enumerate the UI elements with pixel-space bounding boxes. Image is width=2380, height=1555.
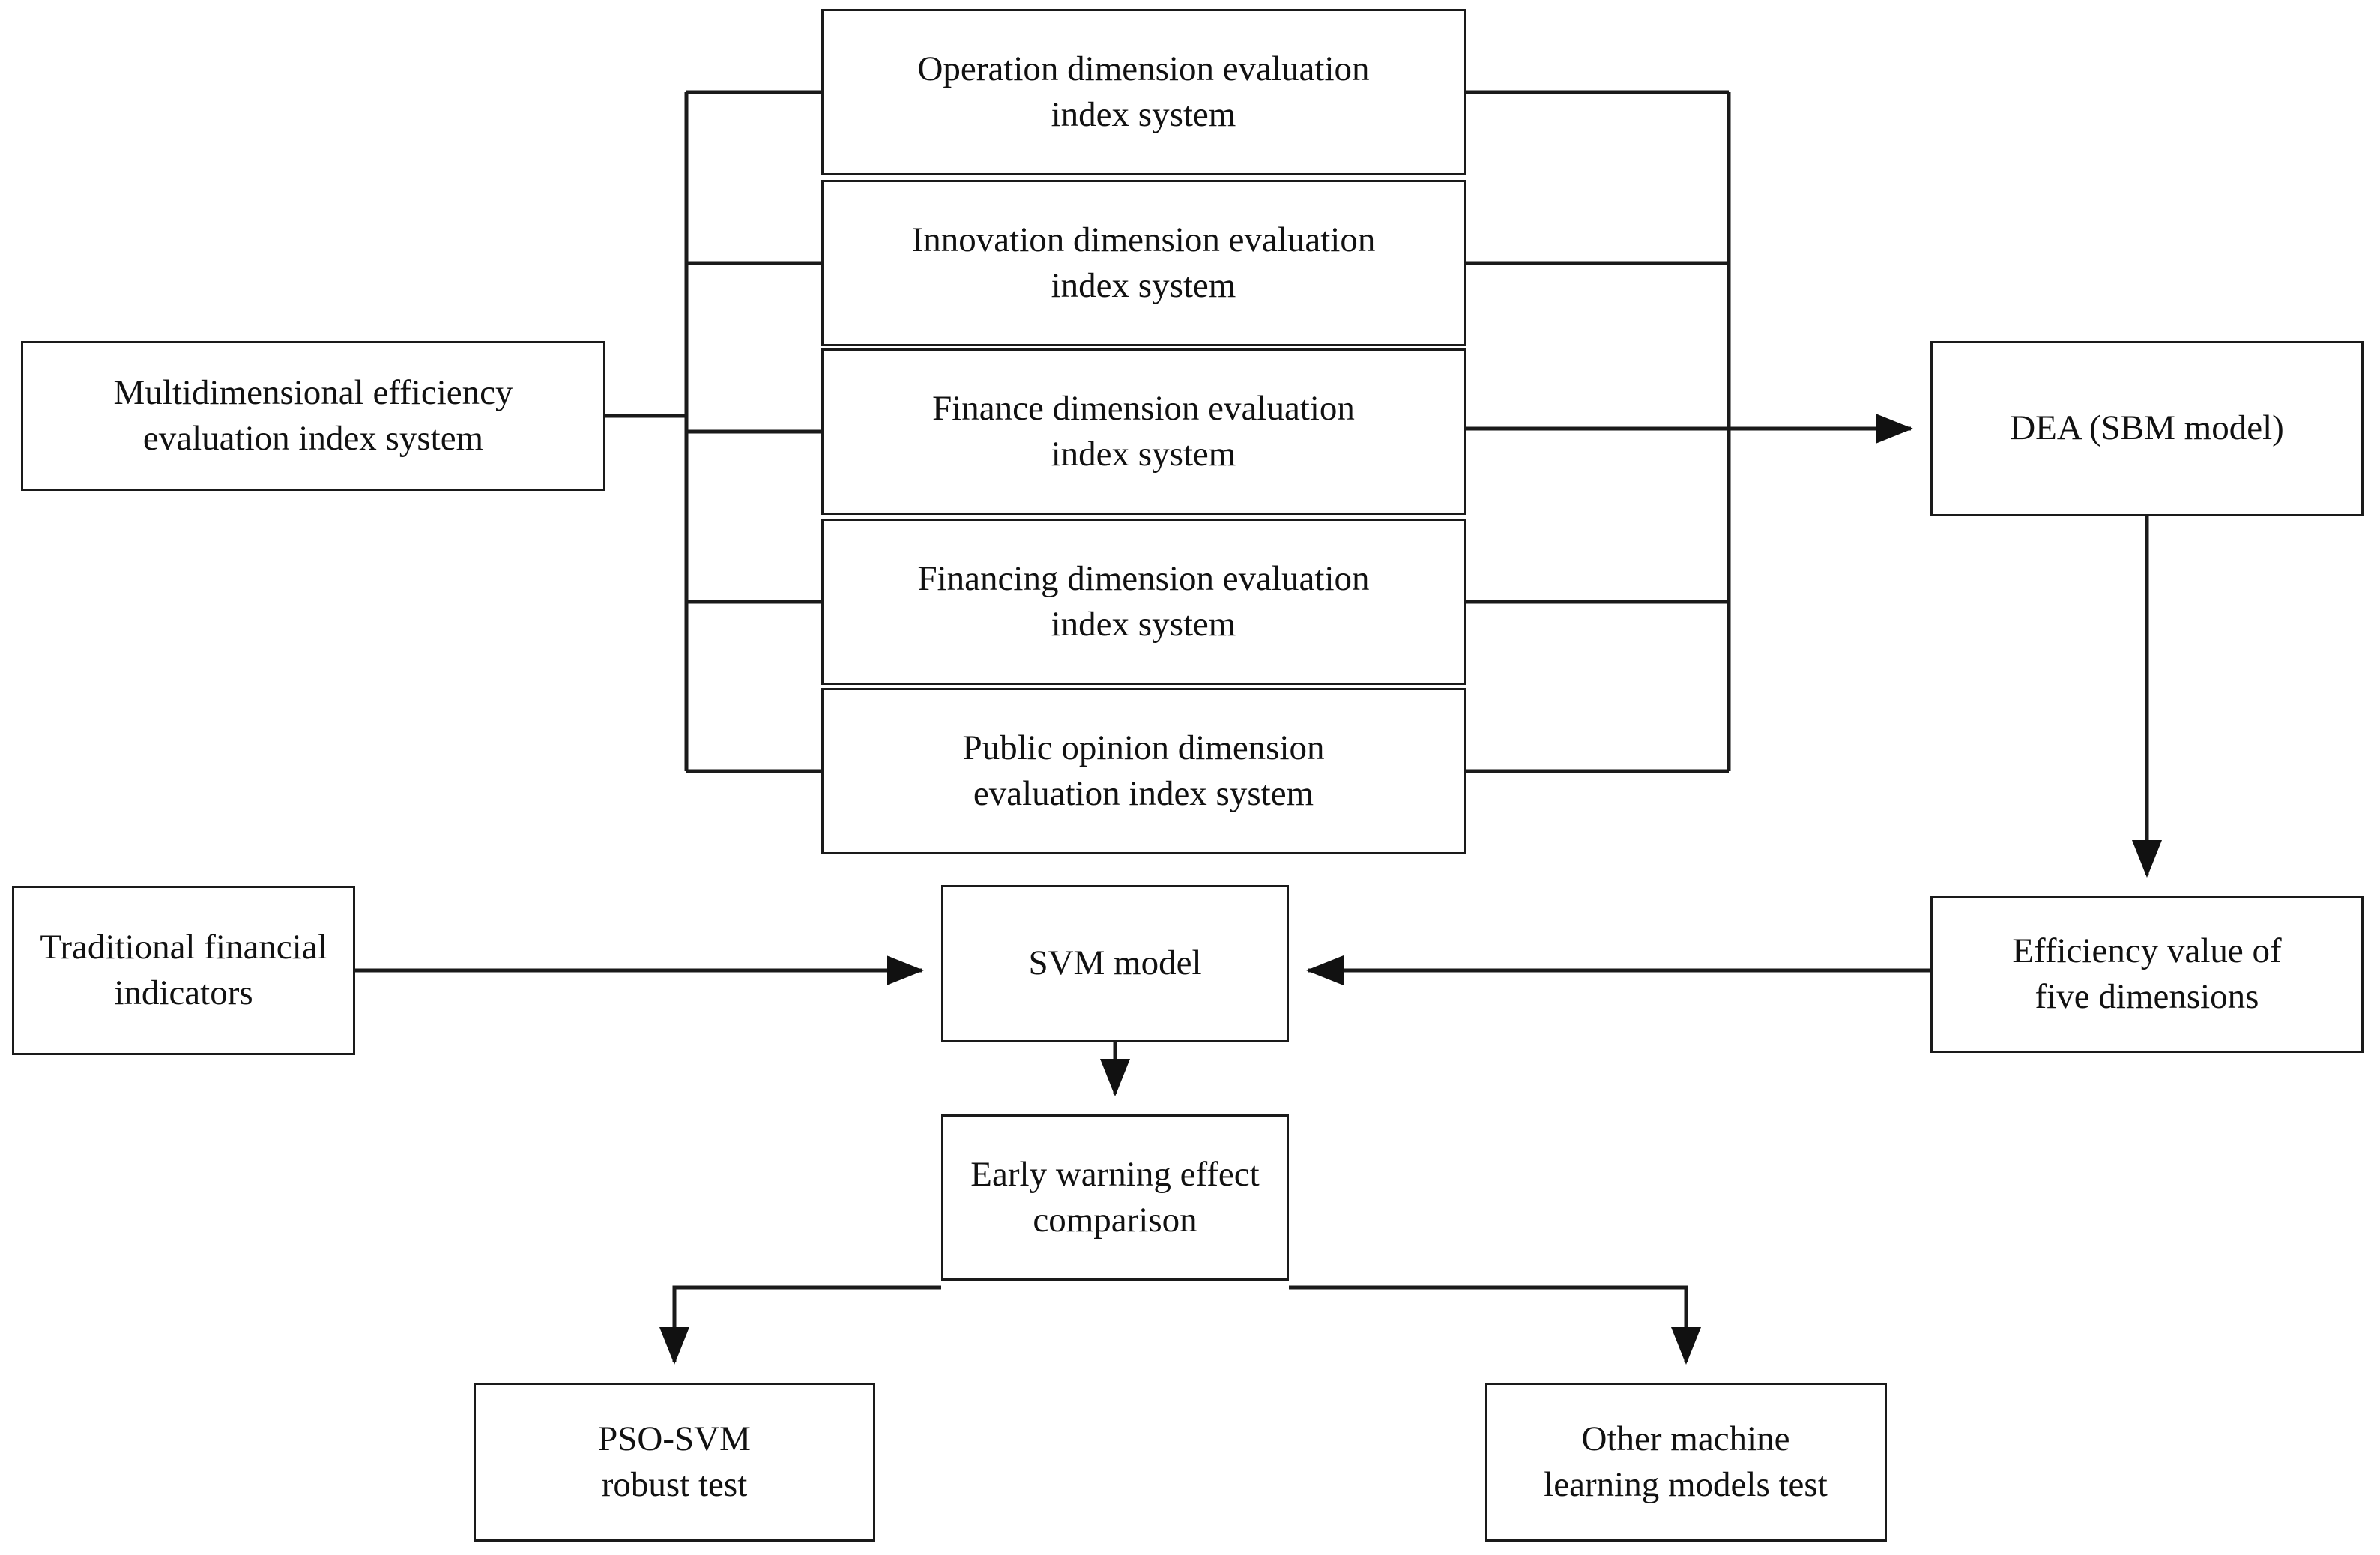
node-label: DEA (SBM model) (2010, 408, 2284, 448)
node-public-opinion-dimension-index-system[interactable]: Public opinion dimension evaluation inde… (821, 688, 1466, 854)
node-pso-svm-robust-test[interactable]: PSO-SVM robust test (474, 1383, 875, 1542)
node-finance-dimension-index-system[interactable]: Finance dimension evaluation index syste… (821, 348, 1466, 515)
node-efficiency-value-five-dimensions[interactable]: Efficiency value of five dimensions (1930, 896, 2364, 1053)
node-label: SVM model (1028, 943, 1202, 983)
node-innovation-dimension-index-system[interactable]: Innovation dimension evaluation index sy… (821, 180, 1466, 346)
node-traditional-financial-indicators[interactable]: Traditional financial indicators (12, 886, 355, 1055)
node-label: Public opinion dimension evaluation inde… (962, 728, 1325, 813)
node-label: Innovation dimension evaluation index sy… (911, 220, 1376, 305)
node-label: Finance dimension evaluation index syste… (932, 388, 1355, 474)
node-label: Efficiency value of five dimensions (2012, 931, 2282, 1016)
node-label: Financing dimension evaluation index sys… (917, 558, 1370, 644)
node-label: Multidimensional efficiency evaluation i… (113, 372, 513, 458)
connector-early-warning-to-other-ml-arrow (1289, 1285, 1701, 1365)
node-label: Other machine learning models test (1544, 1419, 1828, 1504)
node-label: Operation dimension evaluation index sys… (917, 49, 1370, 134)
node-label: Traditional financial indicators (40, 927, 327, 1012)
node-label: PSO-SVM robust test (598, 1419, 751, 1504)
node-other-machine-learning-models-test[interactable]: Other machine learning models test (1485, 1383, 1887, 1542)
node-multidimensional-efficiency-index-system[interactable]: Multidimensional efficiency evaluation i… (21, 341, 605, 491)
node-label: Early warning effect comparison (970, 1154, 1260, 1240)
node-svm-model[interactable]: SVM model (941, 885, 1289, 1042)
node-operation-dimension-index-system[interactable]: Operation dimension evaluation index sys… (821, 9, 1466, 175)
node-early-warning-effect-comparison[interactable]: Early warning effect comparison (941, 1114, 1289, 1281)
node-dea-sbm-model[interactable]: DEA (SBM model) (1930, 341, 2364, 516)
connector-early-warning-to-pso-svm-arrow (659, 1285, 941, 1365)
node-financing-dimension-index-system[interactable]: Financing dimension evaluation index sys… (821, 519, 1466, 685)
